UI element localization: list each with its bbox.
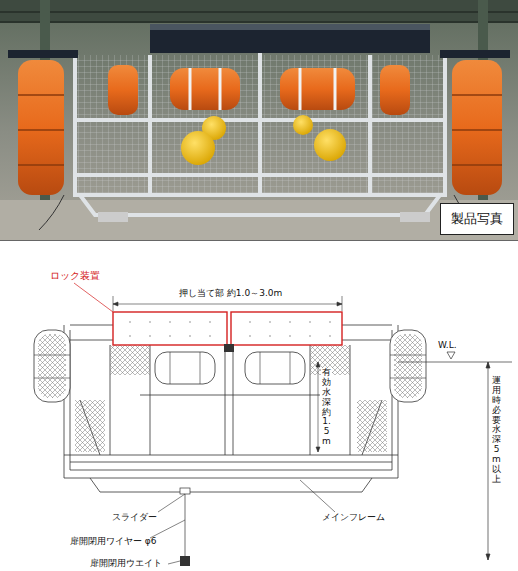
part-label: 扉開閉用ワイヤー φ6 (70, 536, 157, 546)
water-line-label: W.L. (438, 340, 457, 350)
part-label: メインフレーム (322, 512, 385, 522)
part-label: スライダー (112, 512, 157, 522)
dimension-label: 押し当て部 約1.0～3.0m (178, 288, 283, 298)
dimension-label: 有効水深 約1.5m (321, 368, 332, 447)
dimension-label: 運用時 必要水深5m以上 (492, 376, 501, 485)
caption-box: 製品写真 (440, 203, 514, 235)
part-label: ロック装置 (50, 270, 100, 282)
part-label: 扉開閉用ウエイト (90, 558, 162, 568)
caption-text: 製品写真 (451, 210, 503, 228)
